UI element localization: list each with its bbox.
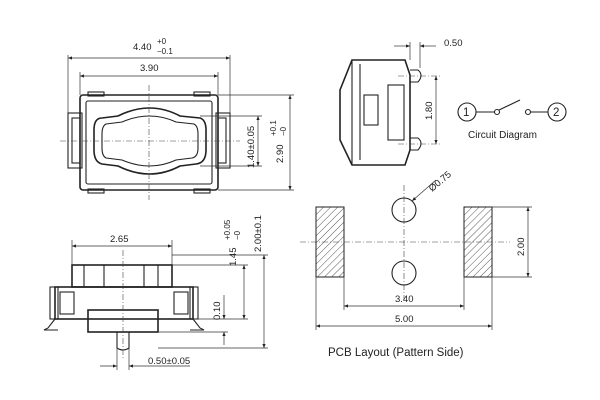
dim-overall-width-value: 4.40	[133, 42, 152, 53]
dim-body-width-value: 2.65	[110, 234, 129, 245]
front-lead-left	[43, 318, 58, 331]
side-view-actuator	[363, 94, 379, 126]
dim-actuator-height-front-tol-upper: +0.05	[223, 219, 232, 240]
pcb-pad-left	[315, 206, 345, 278]
dim-overall-width-tol-lower: −0.1	[157, 47, 173, 56]
left-terminal-inner	[71, 117, 81, 164]
dim-standoff-value: 0.10	[212, 302, 223, 321]
lead-top	[410, 69, 422, 83]
front-view: 2.65 1.45 +0.05 −0 2.00±0.1 0.10 0.50±0.…	[43, 215, 268, 370]
terminal-2-label: 2	[553, 107, 559, 119]
side-view-contact	[387, 84, 405, 141]
dim-pad-gap-value: 3.40	[395, 294, 414, 305]
dim-total-width-value: 5.00	[395, 314, 414, 325]
dim-actuator-height-front-value: 1.45	[228, 248, 239, 267]
dim-actuator-height-front-tol-lower: −0	[233, 230, 242, 240]
switch-lever	[498, 99, 521, 111]
circuit-diagram-label: Circuit Diagram	[468, 130, 537, 141]
pcb-layout-title: PCB Layout (Pattern Side)	[328, 347, 464, 359]
dim-actuator-height-value: 1.40±0.05	[246, 126, 257, 168]
dim-overall-height-value: 2.90	[275, 145, 286, 164]
right-terminal-inner	[217, 117, 227, 164]
actuator-inner	[101, 115, 199, 167]
dim-hole-leader	[411, 179, 437, 202]
left-terminal-tab	[67, 112, 83, 169]
front-lead-right	[190, 318, 205, 331]
side-view: 0.50 1.80	[339, 38, 463, 166]
switch-contact-1	[493, 108, 501, 116]
right-terminal-tab	[215, 112, 231, 169]
actuator-dome	[93, 107, 207, 175]
dim-overall-height-tol-upper: +0.1	[269, 120, 278, 136]
terminal-2-circle	[547, 102, 567, 122]
lead-bottom	[410, 137, 422, 151]
pcb-layout: Ø0.75 2.00 3.40 5.00 PCB Layout (Pattern…	[300, 169, 532, 359]
dim-lead-width-value: 0.50	[444, 38, 463, 49]
dim-total-height-value: 2.00±0.1	[253, 215, 264, 252]
top-view: 4.40 +0 −0.1 3.90 1.40±0.05 2.90 +0.1 −0	[60, 37, 294, 200]
notch-tl	[87, 91, 105, 97]
terminal-1-label: 1	[463, 107, 469, 119]
switch-contact-2	[524, 108, 532, 116]
dim-overall-width-tol-upper: +0	[157, 37, 167, 46]
dim-actuator-width-value: 0.50±0.05	[148, 356, 190, 367]
pcb-hole-bottom	[391, 260, 417, 286]
dim-lead-pitch-value: 1.80	[424, 102, 435, 121]
pcb-hole-top	[391, 197, 417, 223]
dim-overall-height-tol-lower: −0	[279, 126, 288, 136]
notch-bl	[87, 188, 105, 194]
notch-br	[193, 188, 211, 194]
front-view-actuator-block	[71, 264, 173, 288]
dim-hole-diameter-value: Ø0.75	[427, 169, 454, 194]
notch-tr	[193, 91, 211, 97]
dim-inner-width-value: 3.90	[140, 63, 159, 74]
front-view-body	[54, 286, 194, 320]
dim-pad-height-value: 2.00	[516, 238, 527, 257]
circuit-diagram: 1 2 Circuit Diagram	[457, 99, 567, 141]
